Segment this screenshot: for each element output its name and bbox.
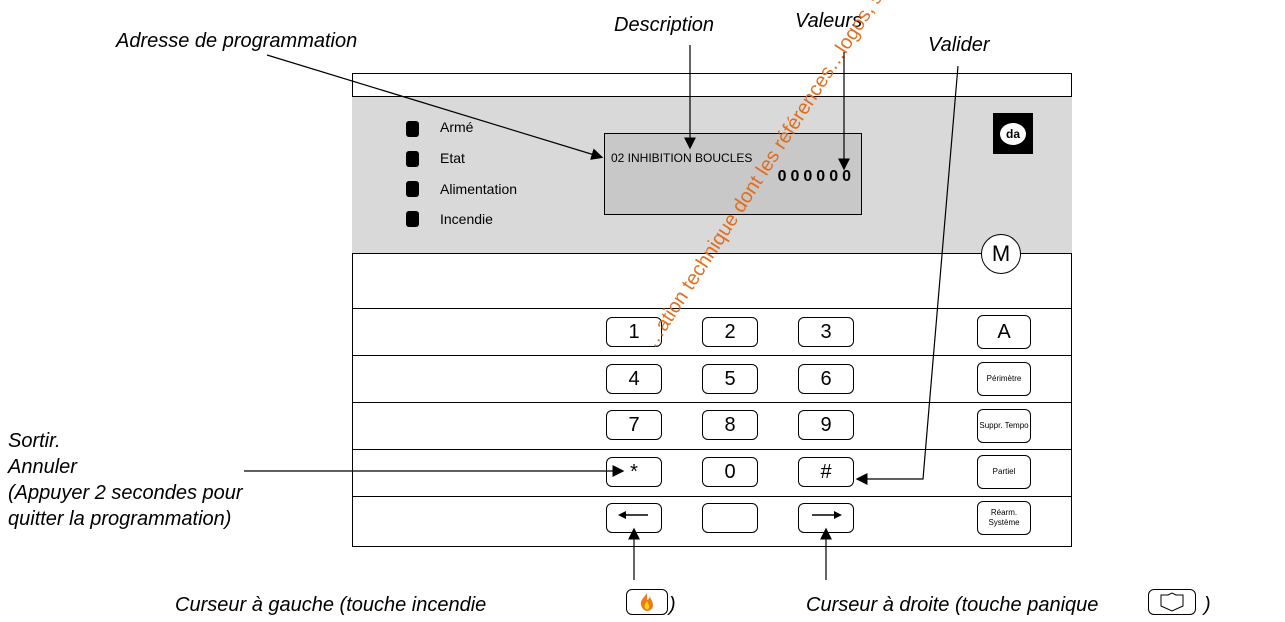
- panel-divider: [352, 355, 1072, 356]
- callout-exit-line: Annuler: [8, 456, 77, 478]
- mode-key-button[interactable]: M: [981, 234, 1021, 274]
- callout-exit: Sortir. Annuler (Appuyer 2 secondes pour…: [8, 428, 243, 532]
- led-indicator: [406, 151, 419, 167]
- panel-divider: [352, 402, 1072, 403]
- led-label-arme: Armé: [440, 119, 474, 135]
- fire-key-icon: [626, 589, 668, 615]
- key-0[interactable]: 0: [702, 457, 758, 487]
- key-3[interactable]: 3: [798, 317, 854, 347]
- callout-cursor-right-close: ): [1204, 594, 1211, 616]
- key-1[interactable]: 1: [606, 317, 662, 347]
- callout-validate: Valider: [928, 34, 990, 56]
- panel-divider: [352, 496, 1072, 497]
- key-rearm-systeme[interactable]: Réarm. Système: [977, 501, 1031, 535]
- callout-exit-line: quitter la programmation): [8, 508, 232, 530]
- key-star[interactable]: *: [606, 457, 662, 487]
- key-6[interactable]: 6: [798, 364, 854, 394]
- callout-cursor-left-close: ): [669, 594, 676, 616]
- lcd-display: 02 INHIBITION BOUCLES 000000: [604, 133, 862, 215]
- da-logo-icon: da: [993, 113, 1033, 154]
- callout-address: Adresse de programmation: [116, 30, 358, 52]
- key-7[interactable]: 7: [606, 410, 662, 440]
- lcd-line-2: 000000: [777, 168, 855, 185]
- led-indicator: [406, 181, 419, 197]
- key-9[interactable]: 9: [798, 410, 854, 440]
- panel-divider: [352, 449, 1072, 450]
- callout-cursor-right: Curseur à droite (touche panique: [806, 594, 1099, 616]
- key-cursor-left[interactable]: [606, 503, 662, 533]
- flame-icon: [640, 593, 653, 611]
- callout-exit-line: Sortir.: [8, 430, 61, 452]
- led-label-incendie: Incendie: [440, 211, 493, 227]
- key-blank[interactable]: [702, 503, 758, 533]
- key-partiel[interactable]: Partiel: [977, 455, 1031, 489]
- led-indicator: [406, 211, 419, 227]
- key-4[interactable]: 4: [606, 364, 662, 394]
- led-label-etat: Etat: [440, 150, 465, 166]
- key-5[interactable]: 5: [702, 364, 758, 394]
- callout-exit-line: (Appuyer 2 secondes pour: [8, 482, 243, 504]
- callout-values: Valeurs: [795, 10, 863, 32]
- key-perimetre[interactable]: Périmètre: [977, 362, 1031, 396]
- panel-divider: [352, 308, 1072, 309]
- shield-icon: [1160, 592, 1184, 612]
- logo-text: da: [1006, 127, 1020, 141]
- panic-key-icon: [1148, 589, 1196, 615]
- callout-description: Description: [614, 14, 715, 36]
- arrow-left-icon: [618, 511, 648, 519]
- lcd-line-1: 02 INHIBITION BOUCLES: [611, 151, 753, 165]
- key-hash[interactable]: #: [798, 457, 854, 487]
- led-indicator: [406, 121, 419, 137]
- key-a[interactable]: A: [977, 315, 1031, 349]
- key-suppr-tempo[interactable]: Suppr. Tempo: [977, 409, 1031, 443]
- led-label-alimentation: Alimentation: [440, 181, 518, 197]
- key-2[interactable]: 2: [702, 317, 758, 347]
- callout-cursor-left: Curseur à gauche (touche incendie: [175, 594, 487, 616]
- key-cursor-right[interactable]: [798, 503, 854, 533]
- key-8[interactable]: 8: [702, 410, 758, 440]
- arrow-right-icon: [812, 511, 842, 519]
